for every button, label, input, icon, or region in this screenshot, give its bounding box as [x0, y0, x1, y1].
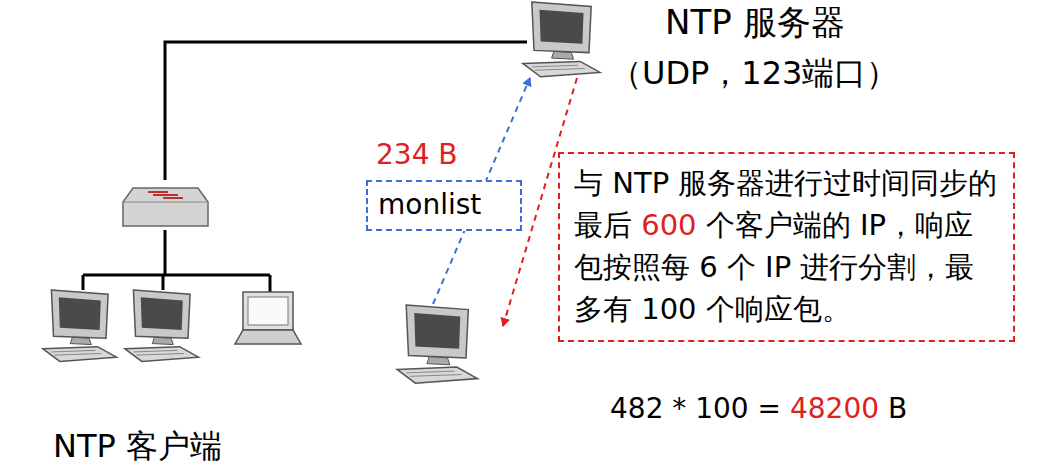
note-label: 482 * 100 = 48200 B	[610, 392, 907, 425]
computer-node: NTP 服务器（UDP，123端口）	[515, 0, 605, 80]
node-label: （UDP，123端口）	[610, 52, 898, 96]
computer-node	[385, 300, 515, 380]
computer-icon	[35, 180, 335, 470]
callout-box: 与 NTP 服务器进行过时间同步的最后 600 个客户端的 IP，响应包按照每 …	[558, 152, 1015, 342]
callout-text: 与 NTP 服务器进行过时间同步的最后 600 个客户端的 IP，响应包按照每 …	[574, 162, 1001, 330]
message-label: monlist	[366, 180, 522, 231]
node-label: NTP 客户端	[53, 425, 222, 469]
computer-node: NTP 客户端	[35, 180, 335, 470]
connector	[165, 42, 527, 180]
computer-icon	[515, 0, 605, 80]
node-label: NTP 服务器	[665, 0, 845, 46]
computer-icon	[385, 300, 515, 380]
note-label: 234 B	[376, 138, 458, 171]
